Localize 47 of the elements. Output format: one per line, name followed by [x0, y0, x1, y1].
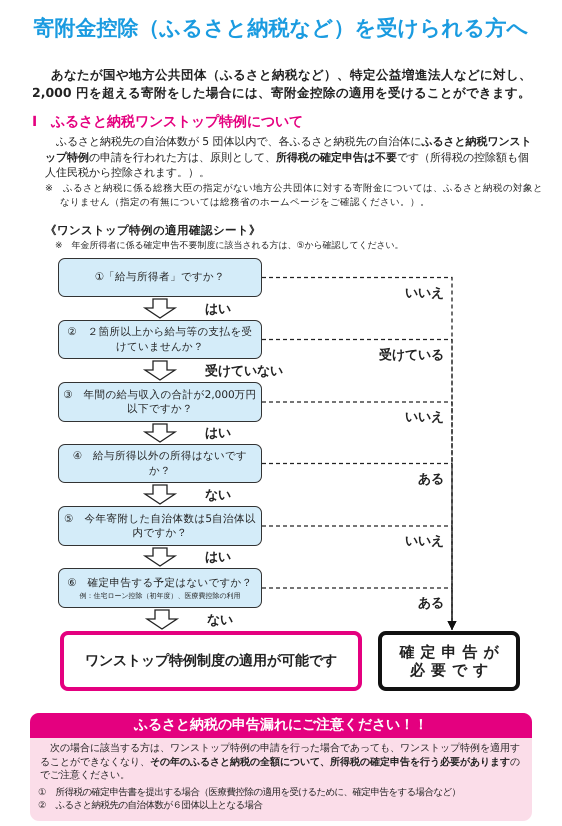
notice-panel	[30, 713, 532, 821]
flow-arrow	[142, 298, 178, 319]
result-text: 確定申告が必要です	[398, 643, 506, 679]
flow-arrow	[142, 484, 178, 505]
edge-label: ない	[205, 488, 231, 502]
question-box	[58, 444, 262, 483]
edge-label: はい	[205, 302, 231, 316]
flow-arrow	[142, 360, 178, 381]
edge-label: いいえ	[405, 286, 444, 300]
edge-label: はい	[205, 427, 231, 440]
question-box	[58, 506, 262, 546]
flow-arrow	[142, 547, 178, 567]
question-text: ② ２箇所以上から給与等の支払を受けていませんか？	[66, 325, 254, 354]
dashed-connector	[262, 587, 456, 630]
flow-arrow	[142, 423, 178, 443]
edge-label: ない	[207, 614, 233, 626]
edge-label: いいえ	[405, 411, 444, 424]
edge-label: ある	[418, 472, 444, 486]
question-box	[58, 258, 262, 297]
question-text: ⑤ 今年寄附した自治体数は5自治体以内ですか？	[63, 512, 257, 540]
notice-heading: ふるさと納税の申告漏れにご注意ください！！	[30, 713, 532, 738]
result-text: ワンストップ特例制度の適用が可能です	[85, 652, 337, 670]
question-box	[58, 382, 262, 422]
result-box	[60, 631, 362, 691]
section-paragraph: ふるさと納税先の自治体数が 5 団体以内で、各ふるさと納税先の自治体にふるさと納税ワンストップ特例の申請を行われた方は、原則として、所得税の確定申告は不要です（所得税の控除額も個人住民税から控除されます。）。	[45, 134, 533, 181]
edge-label: はい	[205, 551, 231, 564]
flow-arrow	[144, 609, 180, 630]
edge-label: 受けている	[379, 348, 444, 362]
sheet-note: ※ 年金所得者に係る確定申告不要制度に該当される方は、⑤から確認してください。	[55, 240, 405, 253]
result-box	[378, 631, 520, 691]
question-text: ①「給与所得者」ですか？	[94, 270, 226, 285]
question-text: ③ 年間の給与収入の合計が2,000万円以下ですか？	[63, 388, 257, 416]
edge-label: いいえ	[405, 535, 444, 548]
question-box	[58, 320, 262, 359]
sheet-heading: 《ワンストップ特例の適用確認シート》	[45, 222, 262, 239]
intro-text: あなたが国や地方公共団体（ふるさと納税など）、特定公益増進法人などに対し、2,000 円を超える寄附をした場合には、寄附金控除の適用を受けることができます。	[32, 66, 532, 102]
notice-item: ② ふるさと納税先の自治体数が６団体以上となる場合	[37, 800, 264, 812]
section-heading: Ⅰ ふるさと納税ワンストップ特例について	[32, 113, 304, 132]
notice-item: ① 所得税の確定申告書を提出する場合（医療費控除の適用を受けるために、確定申告をする場合など）	[37, 787, 462, 800]
edge-label: 受けていない	[205, 364, 283, 378]
question-text: ④ 給与所得以外の所得はないですか？	[72, 449, 248, 478]
notice-paragraph: 次の場合に該当する方は、ワンストップ特例の申請を行った場合であっても、ワンストップ特例を適用することができなくなり、その年のふるさと納税の全額について、所得税の確定申告を行う必要がありますのでご注意ください。	[39, 742, 521, 784]
question-box	[58, 568, 262, 608]
edge-label: ある	[418, 597, 444, 610]
page-title: 寄附金控除（ふるさと納税など）を受けられる方へ	[32, 15, 530, 42]
footnote: ※ ふるさと納税に係る総務大臣の指定がない地方公共団体に対する寄附金については、ふるさと納税の対象となりません（指定の有無については総務省のホームページをご確認ください。）。	[45, 182, 544, 210]
question-text: ⑥ 確定申告する予定はないですか？	[67, 576, 253, 590]
